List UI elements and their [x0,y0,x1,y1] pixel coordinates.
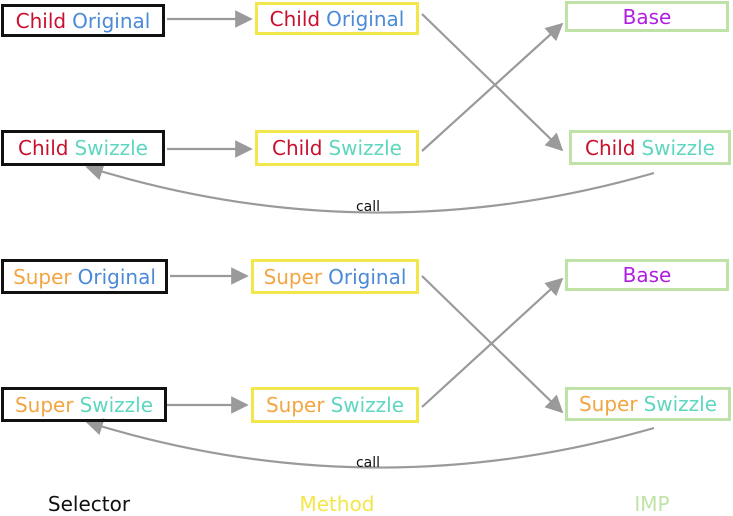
arrow-method-swizzle-to-imp-base-2 [421,277,564,408]
call-curve-1 [85,163,655,214]
imp-base-2: Base [565,259,729,291]
word-super: Super [265,393,325,417]
word-original: Original [328,264,407,289]
word-super: Super [13,264,72,289]
word-child: Child [272,136,323,160]
legend-method: Method [299,492,375,516]
word-super: Super [578,392,638,416]
word-swizzle: Swizzle [641,135,715,160]
arrow-method-original-to-imp-swizzle [421,13,564,152]
word-original: Original [72,8,151,33]
word-swizzle: Swizzle [643,392,718,416]
legend-imp: IMP [634,492,670,516]
word-swizzle: Swizzle [328,136,402,160]
call-curve-2 [85,418,655,469]
word-child: Child [269,6,321,31]
word-base: Base [622,4,672,29]
word-child: Child [585,135,636,160]
legend-selector: Selector [47,492,131,516]
word-swizzle: Swizzle [79,392,154,417]
word-child: Child [18,136,69,160]
word-swizzle: Swizzle [74,136,148,160]
word-super: Super [14,392,74,417]
word-original: Original [326,6,405,31]
call-label: call [355,199,381,215]
arrow-method-swizzle-to-imp-base [421,22,564,152]
word-base: Base [622,263,672,287]
word-child: Child [15,8,67,33]
word-original: Original [77,264,156,289]
call-label-2: call [355,455,381,471]
word-swizzle: Swizzle [330,393,405,417]
imp-base: Base [565,1,729,32]
word-super: Super [263,264,323,289]
